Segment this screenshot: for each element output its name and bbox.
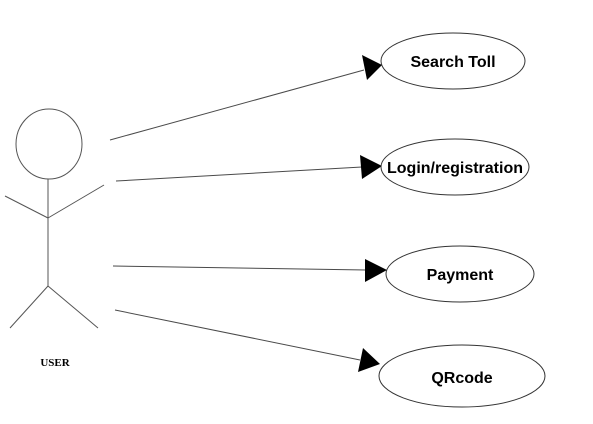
use-case-ellipse bbox=[380, 138, 530, 196]
arrowhead bbox=[358, 348, 380, 372]
actor-right-leg bbox=[47, 285, 99, 329]
association-payment bbox=[112, 259, 387, 282]
association-login-registration bbox=[115, 155, 382, 182]
arrowhead bbox=[362, 55, 382, 80]
association-qrcode bbox=[114, 309, 380, 372]
use-case-label: QRcode bbox=[431, 370, 492, 387]
use-case-qrcode: QRcode bbox=[378, 344, 546, 408]
arrowhead bbox=[360, 155, 382, 179]
actor-left-arm bbox=[4, 195, 49, 219]
use-case-label: Search Toll bbox=[410, 54, 495, 71]
association-line bbox=[109, 69, 365, 141]
use-case-label: Payment bbox=[427, 267, 494, 284]
use-case-ellipse bbox=[385, 245, 535, 303]
association-line bbox=[112, 265, 367, 271]
association-line bbox=[114, 309, 361, 361]
use-case-login-registration: Login/registration bbox=[380, 138, 530, 196]
arrowhead bbox=[365, 259, 387, 282]
use-case-payment: Payment bbox=[385, 245, 535, 303]
actor-user: USER bbox=[4, 108, 105, 369]
actor-label: USER bbox=[40, 357, 70, 369]
actor-head bbox=[15, 108, 83, 180]
use-case-ellipse bbox=[380, 32, 526, 90]
use-case-label: Login/registration bbox=[387, 160, 523, 177]
use-case-search-toll: Search Toll bbox=[380, 32, 526, 90]
actor-left-leg bbox=[9, 285, 49, 329]
association-line bbox=[115, 166, 363, 182]
association-search-toll bbox=[109, 55, 382, 141]
actor-right-arm bbox=[47, 184, 105, 219]
use-case-ellipse bbox=[378, 344, 546, 408]
